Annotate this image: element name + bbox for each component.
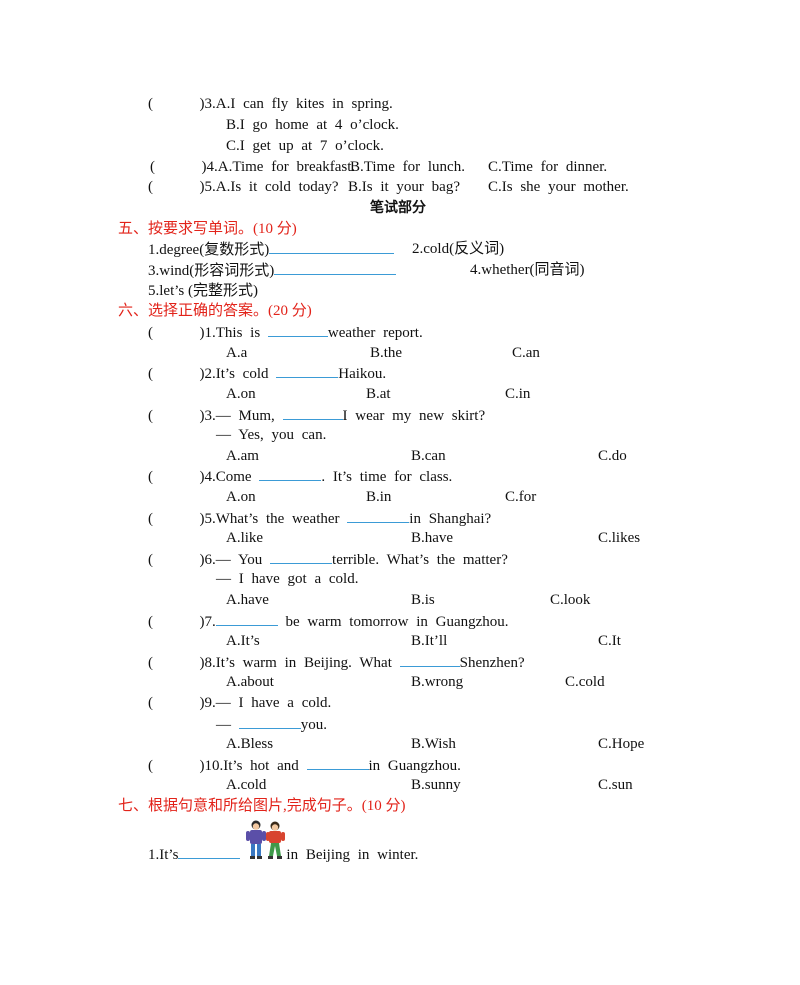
listening-q3-option-b: B.I go home at 4 o’clock. bbox=[226, 117, 399, 133]
q1-option-a[interactable]: A.a bbox=[226, 345, 248, 361]
section6-q1: ( )1.This is weather report. bbox=[148, 323, 423, 341]
answer-blank[interactable] bbox=[178, 845, 241, 859]
q10-option-c[interactable]: C.sun bbox=[598, 777, 633, 793]
q9-reply: — you. bbox=[216, 715, 327, 733]
q4-option-c[interactable]: C.for bbox=[505, 489, 537, 505]
q6-reply: — I have got a cold. bbox=[216, 571, 359, 587]
answer-blank[interactable] bbox=[215, 612, 278, 626]
answer-blank[interactable] bbox=[399, 653, 460, 667]
q3-reply: — Yes, you can. bbox=[216, 427, 327, 443]
listening-q5: ( )5.A.Is it cold today? bbox=[148, 179, 339, 195]
section6-q2: ( )2.It’s cold Haikou. bbox=[148, 364, 387, 382]
q6-option-a[interactable]: A.have bbox=[226, 592, 269, 608]
q3-option-a[interactable]: A.am bbox=[226, 448, 259, 464]
answer-blank[interactable] bbox=[259, 467, 322, 481]
q2-option-b[interactable]: B.at bbox=[366, 386, 391, 402]
children-in-winter-clothes-icon bbox=[246, 820, 285, 859]
section5-item1: 1.degree(复数形式) bbox=[148, 240, 395, 259]
q6-option-b[interactable]: B.is bbox=[411, 592, 435, 608]
q7-option-b[interactable]: B.It’ll bbox=[411, 633, 448, 649]
q9-option-b[interactable]: B.Wish bbox=[411, 736, 456, 752]
section6-q10: ( )10.It’s hot and in Guangzhou. bbox=[148, 756, 461, 774]
q3-option-b[interactable]: B.can bbox=[411, 448, 446, 464]
q1-option-b[interactable]: B.the bbox=[370, 345, 403, 361]
written-part-title: 笔试部分 bbox=[370, 200, 426, 216]
q4-option-a[interactable]: A.on bbox=[226, 489, 256, 505]
q7-option-c[interactable]: C.It bbox=[598, 633, 621, 649]
q7-option-a[interactable]: A.It’s bbox=[226, 633, 260, 649]
listening-q4-option-b: B.Time for lunch. bbox=[350, 159, 465, 175]
q5-option-a[interactable]: A.like bbox=[226, 530, 264, 546]
listening-q5-option-c: C.Is she your mother. bbox=[488, 179, 629, 195]
q2-option-a[interactable]: A.on bbox=[226, 386, 256, 402]
section6-q8: ( )8.It’s warm in Beijing. What Shenzhen… bbox=[148, 653, 525, 671]
q3-option-c[interactable]: C.do bbox=[598, 448, 627, 464]
q8-option-a[interactable]: A.about bbox=[226, 674, 274, 690]
answer-blank[interactable] bbox=[269, 240, 395, 254]
q10-option-a[interactable]: A.cold bbox=[226, 777, 267, 793]
listening-q4: ( )4.A.Time for breakfast. bbox=[150, 159, 356, 175]
q6-option-c[interactable]: C.look bbox=[550, 592, 591, 608]
q1-option-c[interactable]: C.an bbox=[512, 345, 540, 361]
section6-q6: ( )6.— You terrible. What’s the matter? bbox=[148, 550, 508, 568]
answer-blank[interactable] bbox=[347, 509, 410, 523]
q4-option-b[interactable]: B.in bbox=[366, 489, 392, 505]
section6-q7: ( )7. be warm tomorrow in Guangzhou. bbox=[148, 612, 509, 630]
q5-option-b[interactable]: B.have bbox=[411, 530, 454, 546]
answer-blank[interactable] bbox=[306, 756, 369, 770]
answer-blank[interactable] bbox=[270, 550, 333, 564]
q5-option-c[interactable]: C.likes bbox=[598, 530, 641, 546]
answer-blank[interactable] bbox=[267, 323, 328, 337]
q9-option-a[interactable]: A.Bless bbox=[226, 736, 274, 752]
section5-item4: 4.whether(同音词) bbox=[470, 262, 585, 278]
q8-option-c[interactable]: C.cold bbox=[565, 674, 605, 690]
q9-option-c[interactable]: C.Hope bbox=[598, 736, 645, 752]
q2-option-c[interactable]: C.in bbox=[505, 386, 531, 402]
listening-q5-option-b: B.Is it your bag? bbox=[348, 179, 460, 195]
section6-title: 六、选择正确的答案。(20 分) bbox=[118, 303, 312, 319]
answer-blank[interactable] bbox=[274, 261, 397, 275]
q10-option-b[interactable]: B.sunny bbox=[411, 777, 461, 793]
answer-blank[interactable] bbox=[238, 715, 301, 729]
listening-q4-option-c: C.Time for dinner. bbox=[488, 159, 608, 175]
section7-title: 七、根据句意和所给图片,完成句子。(10 分) bbox=[118, 798, 406, 814]
answer-blank[interactable] bbox=[276, 364, 339, 378]
answer-blank[interactable] bbox=[282, 406, 343, 420]
listening-q3: ( )3.A.I can fly kites in spring. bbox=[148, 96, 393, 112]
section6-q5: ( )5.What’s the weather in Shanghai? bbox=[148, 509, 492, 527]
section5-item3: 3.wind(形容词形式) bbox=[148, 261, 397, 280]
section5-item2: 2.cold(反义词) bbox=[412, 241, 505, 257]
section5-item5: 5.let’s (完整形式) bbox=[148, 283, 258, 299]
listening-q3-option-c: C.I get up at 7 o’clock. bbox=[226, 138, 384, 154]
q8-option-b[interactable]: B.wrong bbox=[411, 674, 464, 690]
section6-q4: ( )4.Come . It’s time for class. bbox=[148, 467, 453, 485]
section5-title: 五、按要求写单词。(10 分) bbox=[118, 221, 297, 237]
section6-q9: ( )9.— I have a cold. bbox=[148, 695, 332, 711]
section6-q3: ( )3.— Mum, I wear my new skirt? bbox=[148, 406, 486, 424]
